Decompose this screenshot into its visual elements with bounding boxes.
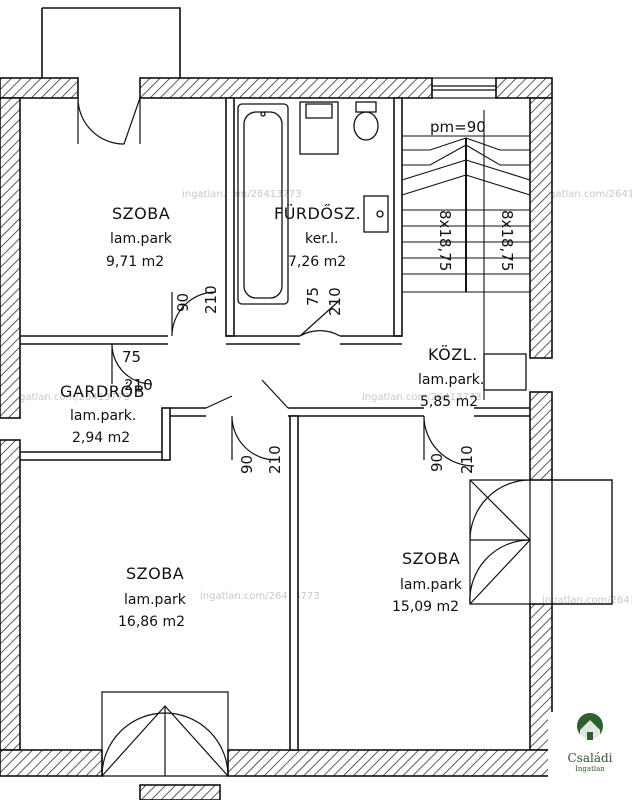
- bathtub: [237, 103, 289, 305]
- door-width: 75: [122, 348, 141, 366]
- room-area: 16,86 m2: [118, 614, 185, 630]
- room-label-4: KÖZL. lam.park. 5,85 m2: [418, 345, 484, 410]
- room-name: SZOBA: [402, 549, 460, 568]
- watermarks: ingatlan.com/26413773 ingatlan.com/26413…: [10, 189, 632, 606]
- doors: [77, 97, 613, 777]
- door-width: 90: [428, 453, 446, 472]
- door-width: 90: [174, 293, 192, 312]
- door-height: 210: [266, 445, 284, 474]
- door-width: 90: [238, 455, 256, 474]
- watermark: ingatlan.com/26413773: [10, 392, 130, 403]
- room-area: 2,94 m2: [72, 430, 130, 446]
- room-name: KÖZL.: [428, 345, 478, 364]
- room-floor: lam.park.: [418, 372, 484, 388]
- room-name: SZOBA: [126, 564, 184, 583]
- watermark: ingatlan.com/26413773: [540, 189, 632, 200]
- radiator: [483, 353, 527, 391]
- room-area: 7,26 m2: [288, 254, 346, 270]
- room-name: FÜRDŐSZ.: [274, 203, 361, 223]
- door-height: 210: [124, 376, 153, 394]
- company-logo: Családi Ingatlan: [548, 712, 632, 800]
- room-floor: lam.park.: [70, 408, 136, 424]
- watermark: ingatlan.com/26413773: [542, 595, 632, 606]
- watermark: ingatlan.com/26413773: [362, 392, 482, 403]
- window: [431, 77, 497, 99]
- watermark: ingatlan.com/26413773: [200, 591, 320, 602]
- room-label-3: GARDRÓB lam.park. 2,94 m2: [60, 382, 145, 446]
- logo-sub: Ingatlan: [575, 765, 605, 773]
- watermark: ingatlan.com/26413773: [182, 189, 302, 200]
- stair-flight-label: 8x18,75: [436, 210, 454, 271]
- door-width: 75: [304, 287, 322, 306]
- room-label-6: SZOBA lam.park 15,09 m2: [392, 549, 463, 615]
- logo-brand: Családi: [567, 751, 613, 765]
- room-area: 15,09 m2: [392, 599, 459, 615]
- door-height: 210: [326, 287, 344, 316]
- room-name: SZOBA: [112, 204, 170, 223]
- landing-label: pm=90: [430, 118, 486, 136]
- staircase: [401, 110, 531, 400]
- room-label-2: FÜRDŐSZ. ker.l. 7,26 m2: [274, 203, 361, 270]
- door-height: 210: [202, 285, 220, 314]
- outer-walls: [0, 77, 553, 800]
- room-name: GARDRÓB: [60, 382, 145, 401]
- stair-flight-label: 8x18,75: [498, 210, 516, 271]
- room-label-1: SZOBA lam.park 9,71 m2: [106, 204, 173, 270]
- room-area: 9,71 m2: [106, 254, 164, 270]
- house-tree-icon: [577, 713, 603, 740]
- room-area: 5,85 m2: [420, 394, 478, 410]
- room-label-5: SZOBA lam.park 16,86 m2: [118, 564, 187, 630]
- interior-walls: [20, 97, 530, 751]
- room-floor: lam.park: [400, 577, 463, 593]
- top-balcony: [41, 7, 181, 78]
- sink: [363, 195, 389, 233]
- room-floor: lam.park: [110, 231, 173, 247]
- room-floor: ker.l.: [305, 231, 338, 247]
- toilet: [353, 111, 379, 141]
- washbasin: [299, 101, 339, 155]
- door-height: 210: [458, 445, 476, 474]
- room-floor: lam.park: [124, 592, 187, 608]
- bath-fixtures: [237, 101, 389, 305]
